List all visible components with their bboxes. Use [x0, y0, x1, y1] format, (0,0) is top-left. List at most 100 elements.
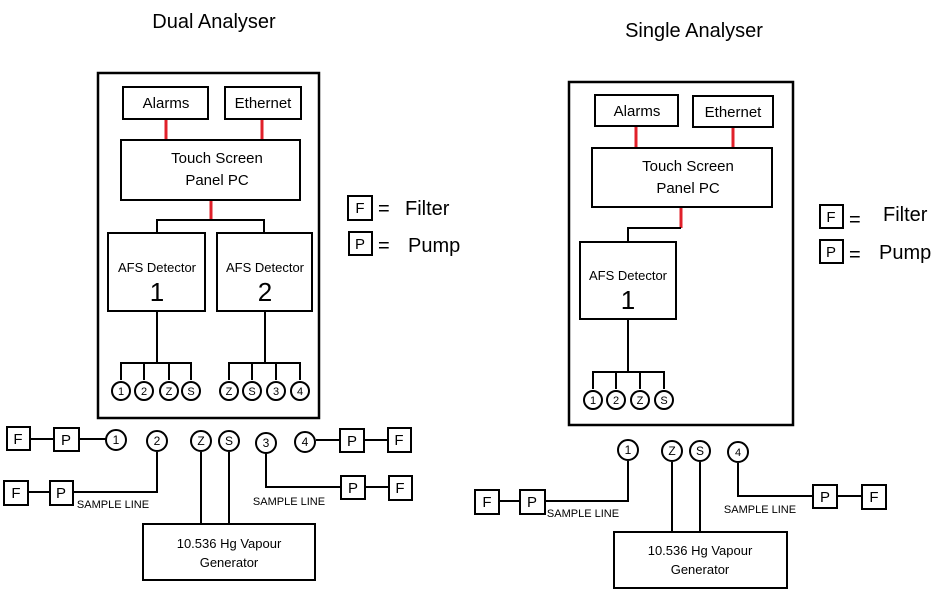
single-line-port-4 [737, 463, 873, 497]
dual-pump-2 [49, 480, 74, 506]
legend-dual: F = Filter P = Pump [347, 195, 460, 257]
svg-text:Z: Z [166, 386, 173, 398]
single-generator-line2: Generator [671, 562, 730, 577]
legend-filter-label: Filter [405, 198, 450, 220]
svg-text:4: 4 [302, 435, 309, 449]
dual-filter-2 [3, 480, 29, 506]
single-detector-bus [627, 227, 681, 242]
dual-internal-port: 1 [111, 381, 131, 401]
svg-text:S: S [225, 434, 233, 448]
svg-text:1: 1 [118, 386, 124, 398]
legend-filter-symbol [347, 195, 373, 221]
svg-text:F: F [13, 431, 22, 448]
legend-pump-symbol [348, 231, 373, 256]
dual-external-port-3: 3 [255, 432, 277, 454]
dual-generator-line2: Generator [200, 555, 259, 570]
single-sample-line-right: SAMPLE LINE [724, 504, 796, 516]
dual-pump-3 [340, 475, 366, 500]
dual-filter-1 [6, 426, 31, 451]
single-internal-port: 1 [583, 390, 603, 410]
dual-filter-4 [387, 427, 412, 453]
svg-text:F: F [394, 432, 403, 449]
single-external-port-z: Z [661, 440, 683, 462]
dual-touch-line2: Panel PC [185, 172, 249, 189]
single-alarms-label: Alarms [614, 103, 661, 120]
svg-text:P: P [355, 236, 365, 253]
dual-detector-1-number: 1 [150, 277, 164, 307]
single-internal-port: Z [630, 390, 650, 410]
svg-text:3: 3 [273, 386, 279, 398]
single-touch-line1: Touch Screen [642, 158, 734, 175]
single-sample-line-left: SAMPLE LINE [547, 508, 619, 520]
dual-line-port-2 [23, 452, 158, 493]
dual-title: Dual Analyser [152, 11, 276, 33]
svg-text:F: F [482, 494, 491, 511]
legend-pump-label: Pump [879, 242, 931, 264]
legend-pump-symbol [819, 239, 844, 264]
dual-sample-line-right: SAMPLE LINE [253, 496, 325, 508]
svg-text:P: P [347, 433, 357, 450]
svg-text:2: 2 [141, 386, 147, 398]
single-internal-port: 2 [606, 390, 626, 410]
single-analyser: Single Analyser Alarms Ethernet Touch Sc… [474, 20, 887, 589]
svg-text:F: F [11, 485, 20, 502]
dual-filter-3 [388, 475, 413, 501]
dual-internal-port: Z [159, 381, 179, 401]
svg-text:P: P [527, 494, 537, 511]
dual-internal-port: 2 [134, 381, 154, 401]
dual-detector-1-box [107, 232, 206, 312]
legend-equals: = [849, 209, 861, 231]
dual-detector-2-label: AFS Detector [226, 260, 305, 275]
dual-line-port-3 [265, 453, 399, 488]
single-external-port-1: 1 [617, 439, 639, 461]
dual-internal-port: S [181, 381, 201, 401]
single-generator-line1: 10.536 Hg Vapour [648, 543, 753, 558]
single-detector-fanout [592, 371, 665, 389]
single-ethernet-label: Ethernet [705, 104, 763, 121]
svg-text:1: 1 [113, 433, 120, 447]
dual-pump-4 [339, 428, 365, 453]
svg-text:4: 4 [297, 386, 303, 398]
single-ethernet-box [692, 95, 774, 128]
legend-filter-label: Filter [883, 204, 928, 226]
svg-text:Z: Z [197, 434, 204, 448]
dual-sample-line-left: SAMPLE LINE [77, 499, 149, 511]
dual-external-port-z: Z [190, 430, 212, 452]
svg-text:F: F [869, 489, 878, 506]
single-touch-line2: Panel PC [656, 180, 720, 197]
single-filter-4 [861, 484, 887, 510]
dual-ethernet-box [224, 86, 302, 120]
svg-text:2: 2 [613, 395, 619, 407]
dual-ethernet-label: Ethernet [235, 95, 293, 112]
dual-detector-2-number: 2 [258, 277, 272, 307]
svg-text:4: 4 [735, 447, 741, 459]
legend-equals: = [849, 244, 861, 266]
legend-equals: = [378, 235, 390, 257]
svg-text:P: P [61, 432, 71, 449]
svg-text:Z: Z [226, 386, 233, 398]
svg-text:F: F [355, 200, 364, 217]
dual-touch-line1: Touch Screen [171, 150, 263, 167]
svg-text:3: 3 [263, 436, 270, 450]
dual-external-port-s: S [218, 430, 240, 452]
dual-internal-port: 4 [290, 381, 310, 401]
svg-text:F: F [395, 480, 404, 497]
legend-single: F = Filter P = Pump [819, 204, 931, 266]
dual-touch-panel-box [120, 139, 301, 201]
svg-text:F: F [826, 209, 835, 226]
legend-equals: = [378, 198, 390, 220]
dual-generator-line1: 10.536 Hg Vapour [177, 536, 282, 551]
svg-text:1: 1 [625, 443, 632, 457]
svg-text:2: 2 [154, 434, 161, 448]
dual-detector-2-fanout [228, 362, 301, 380]
single-detector-box [579, 241, 677, 320]
dual-detector-2-box [216, 232, 313, 312]
svg-text:S: S [696, 444, 704, 458]
single-vapour-generator-box [613, 531, 788, 589]
dual-external-port-2: 2 [146, 430, 168, 452]
svg-text:S: S [187, 386, 194, 398]
single-internal-port: S [654, 390, 674, 410]
dual-analyser: Dual Analyser Alarms Ethernet Touch Scre… [3, 11, 413, 581]
svg-text:Z: Z [637, 395, 644, 407]
svg-text:S: S [660, 395, 667, 407]
